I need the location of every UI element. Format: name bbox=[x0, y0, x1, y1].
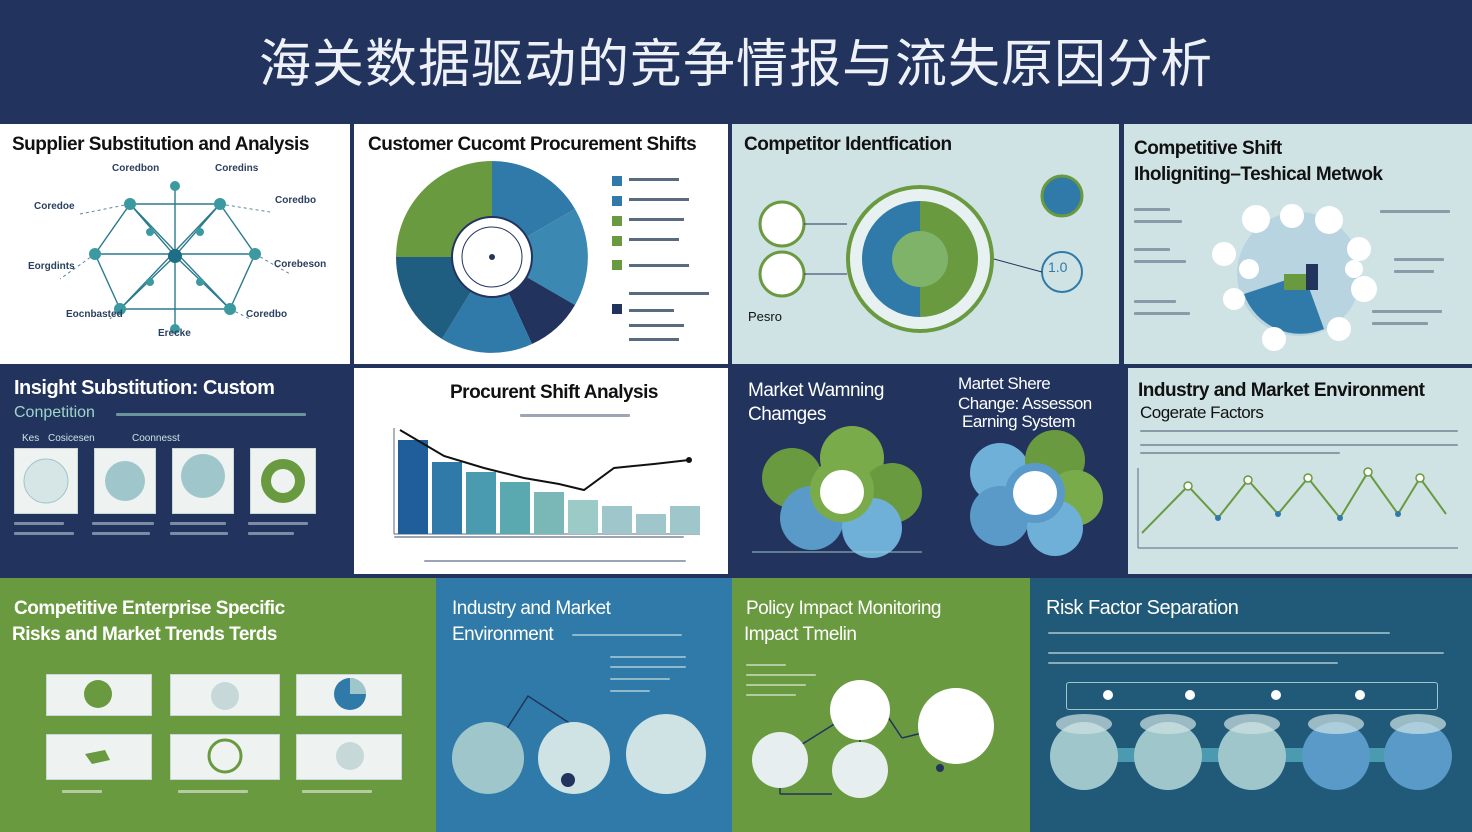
panel-risk-factor-separation: Risk Factor Separation bbox=[1030, 578, 1472, 832]
page-title: 海关数据驱动的竞争情报与流失原因分析 bbox=[258, 35, 1213, 95]
cluster-graphic bbox=[752, 426, 922, 558]
panel-title-line1: Market Wamning bbox=[748, 380, 884, 401]
panel-policy-impact: Policy Impact Monitoring Impact Tmelin bbox=[732, 578, 1030, 832]
panel-title-line2: Environment bbox=[452, 624, 554, 645]
bubble-network bbox=[1212, 204, 1377, 351]
panel-subtitle: Conpetition bbox=[14, 404, 95, 421]
panel-title: Customer Cucomt Procurement Shifts bbox=[368, 134, 697, 155]
panel-title-line1: Martet Shere bbox=[958, 374, 1051, 393]
panel-supplier-substitution: Supplier Substitution and Analysis Cored… bbox=[0, 124, 350, 364]
panel-title: Procurent Shift Analysis bbox=[450, 382, 658, 403]
card-graphics bbox=[23, 454, 305, 504]
bar-line-chart bbox=[393, 428, 700, 535]
panel-title-line2: Chamges bbox=[748, 404, 826, 425]
risk-flow bbox=[1050, 690, 1452, 790]
panel-industry-market: Industry and Market Environment bbox=[436, 578, 732, 832]
pie-wheel bbox=[396, 161, 709, 353]
card-graphics bbox=[84, 678, 366, 774]
panel-title-line2: Iholigniting–Teshical Metwok bbox=[1134, 164, 1383, 185]
panel-title-line1: Policy Impact Monitoring bbox=[746, 598, 941, 619]
node-label: Erecke bbox=[158, 328, 191, 339]
panel-market-share-change: Martet Shere Change: Assesson Earning Sy… bbox=[940, 368, 1124, 574]
panel-title: Insight Substitution: Custom bbox=[14, 377, 275, 399]
panel-industry-market-environment: Industry and Market Environment Cogerate… bbox=[1128, 368, 1472, 574]
panel-title-line1: Competitive Enterprise Specific bbox=[14, 598, 285, 619]
panel-title-line2: Change: Assesson bbox=[958, 394, 1092, 413]
panel-procurement-shift-analysis: Procurent Shift Analysis bbox=[354, 368, 728, 574]
panel-market-warning: Market Wamning Chamges bbox=[732, 368, 938, 574]
panel-title-line1: Industry and Market bbox=[452, 598, 611, 619]
cluster-graphic bbox=[970, 430, 1103, 556]
panel-insight-substitution: Insight Substitution: Custom Conpetition… bbox=[0, 368, 350, 574]
timeline-diagram bbox=[752, 680, 994, 798]
panel-title: Risk Factor Separation bbox=[1046, 597, 1239, 619]
node-label: Coredbo bbox=[246, 309, 288, 320]
panel-title-line2: Risks and Market Trends Terds bbox=[12, 624, 277, 645]
network-diagram bbox=[59, 181, 291, 334]
sub-label: Kes bbox=[22, 433, 40, 444]
line-chart bbox=[1137, 467, 1458, 549]
panel-title: Supplier Substitution and Analysis bbox=[12, 134, 309, 155]
sub-label: Cosicesen bbox=[48, 433, 95, 444]
node-label: Corebeson bbox=[274, 259, 327, 270]
panel-title: Competitor Identfication bbox=[744, 134, 952, 155]
panel-title-line2: Cogerate Factors bbox=[1140, 403, 1264, 422]
process-diagram bbox=[452, 694, 706, 794]
panel-competitive-shift: Competitive Shift Iholigniting–Teshical … bbox=[1124, 124, 1472, 364]
panel-competitive-enterprise-risks: Competitive Enterprise Specific Risks an… bbox=[0, 578, 436, 832]
node-label: Coredbon bbox=[112, 163, 160, 174]
risk-legend-bar bbox=[1066, 682, 1438, 710]
node-label: Eocnbasted bbox=[66, 309, 123, 320]
node-label: Eorgdints bbox=[28, 261, 75, 272]
panel-title-line1: Competitive Shift bbox=[1134, 138, 1282, 159]
panel-title-line2: Impact Tmelin bbox=[744, 624, 857, 645]
node-label: Coredins bbox=[215, 163, 259, 174]
sub-label: Coonnesst bbox=[132, 433, 180, 444]
node-label: Coredbo bbox=[275, 195, 317, 206]
label: Pesro bbox=[748, 309, 782, 324]
node-label: Coredoe bbox=[34, 201, 75, 212]
panel-customer-procurement-shifts: Customer Cucomt Procurement Shifts bbox=[354, 124, 728, 364]
panel-title-line1: Industry and Market Environment bbox=[1138, 380, 1425, 401]
ring-diagram bbox=[758, 174, 1084, 333]
value-label: 1.0 bbox=[1048, 259, 1068, 275]
panel-title-line3: Earning System bbox=[962, 412, 1076, 431]
panel-competitor-identification: Competitor Identfication 1.0 Pesro bbox=[732, 124, 1119, 364]
